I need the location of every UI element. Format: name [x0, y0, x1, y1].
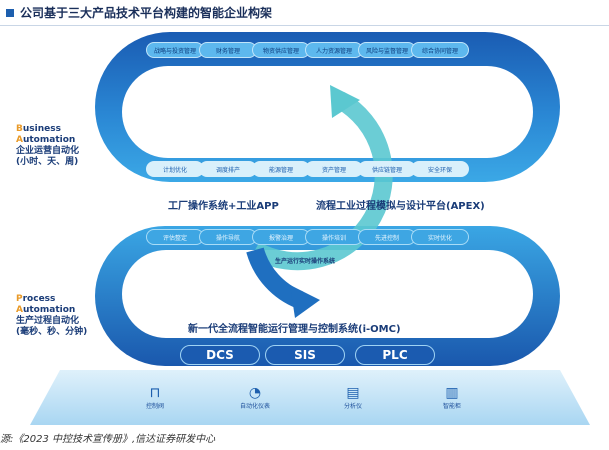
device-control-valve[interactable]: ⊓控制阀	[120, 385, 190, 410]
title-text: 公司基于三大产品技术平台构建的智能企业构架	[20, 6, 273, 20]
module-top-3[interactable]: 人力资源管理	[305, 42, 363, 58]
business-automation-label: Business Automation 企业运营自动化(小时、天、周)	[16, 124, 80, 167]
module-mid-5[interactable]: 安全环保	[411, 161, 469, 177]
module-low-2[interactable]: 报警治理	[252, 229, 310, 245]
cycle-arrow-teal	[250, 92, 393, 271]
module-top-5[interactable]: 综合协同管理	[411, 42, 469, 58]
device-platform	[30, 370, 590, 425]
platform-right: 流程工业过程模拟与设计平台(APEX)	[316, 201, 485, 212]
module-mid-3[interactable]: 资产管理	[305, 161, 363, 177]
device-cabinet[interactable]: ▥智能柜	[417, 385, 487, 410]
module-low-0[interactable]: 评估整定	[146, 229, 204, 245]
module-low-5[interactable]: 实时优化	[411, 229, 469, 245]
gauge-icon: ◔	[248, 385, 262, 401]
title-marker	[6, 8, 14, 17]
device-instrument[interactable]: ◔自动化仪表	[220, 385, 290, 410]
module-top-2[interactable]: 物资供应管理	[252, 42, 310, 58]
process-automation-label: Process Automation 生产过程自动化(毫秒、秒、分钟)	[16, 294, 88, 337]
sis-button[interactable]: SIS	[265, 345, 345, 365]
page-title: 公司基于三大产品技术平台构建的智能企业构架	[0, 0, 609, 26]
source-note: 源:《2023 中控技术宣传册》,信达证券研发中心	[0, 434, 216, 445]
module-mid-2[interactable]: 能源管理	[252, 161, 310, 177]
module-low-3[interactable]: 操作培训	[305, 229, 363, 245]
module-mid-1[interactable]: 调度排产	[199, 161, 257, 177]
cabinet-icon: ▥	[445, 385, 459, 401]
module-top-4[interactable]: 风险与监督管理	[358, 42, 416, 58]
module-mid-0[interactable]: 计划优化	[146, 161, 204, 177]
plc-button[interactable]: PLC	[355, 345, 435, 365]
realtime-os-label: 生产运行实时操作系统	[275, 258, 336, 265]
platform-left: 工厂操作系统+工业APP	[168, 201, 279, 212]
valve-icon: ⊓	[149, 385, 161, 401]
module-low-4[interactable]: 先进控制	[358, 229, 416, 245]
module-mid-4[interactable]: 供应链管理	[358, 161, 416, 177]
analyzer-icon: ▤	[346, 385, 360, 401]
device-analyzer[interactable]: ▤分析仪	[318, 385, 388, 410]
dcs-button[interactable]: DCS	[180, 345, 260, 365]
iomc-label: 新一代全流程智能运行管理与控制系统(i-OMC)	[188, 324, 401, 335]
module-low-1[interactable]: 操作导航	[199, 229, 257, 245]
module-top-0[interactable]: 战略与投资管理	[146, 42, 204, 58]
module-top-1[interactable]: 财务管理	[199, 42, 257, 58]
